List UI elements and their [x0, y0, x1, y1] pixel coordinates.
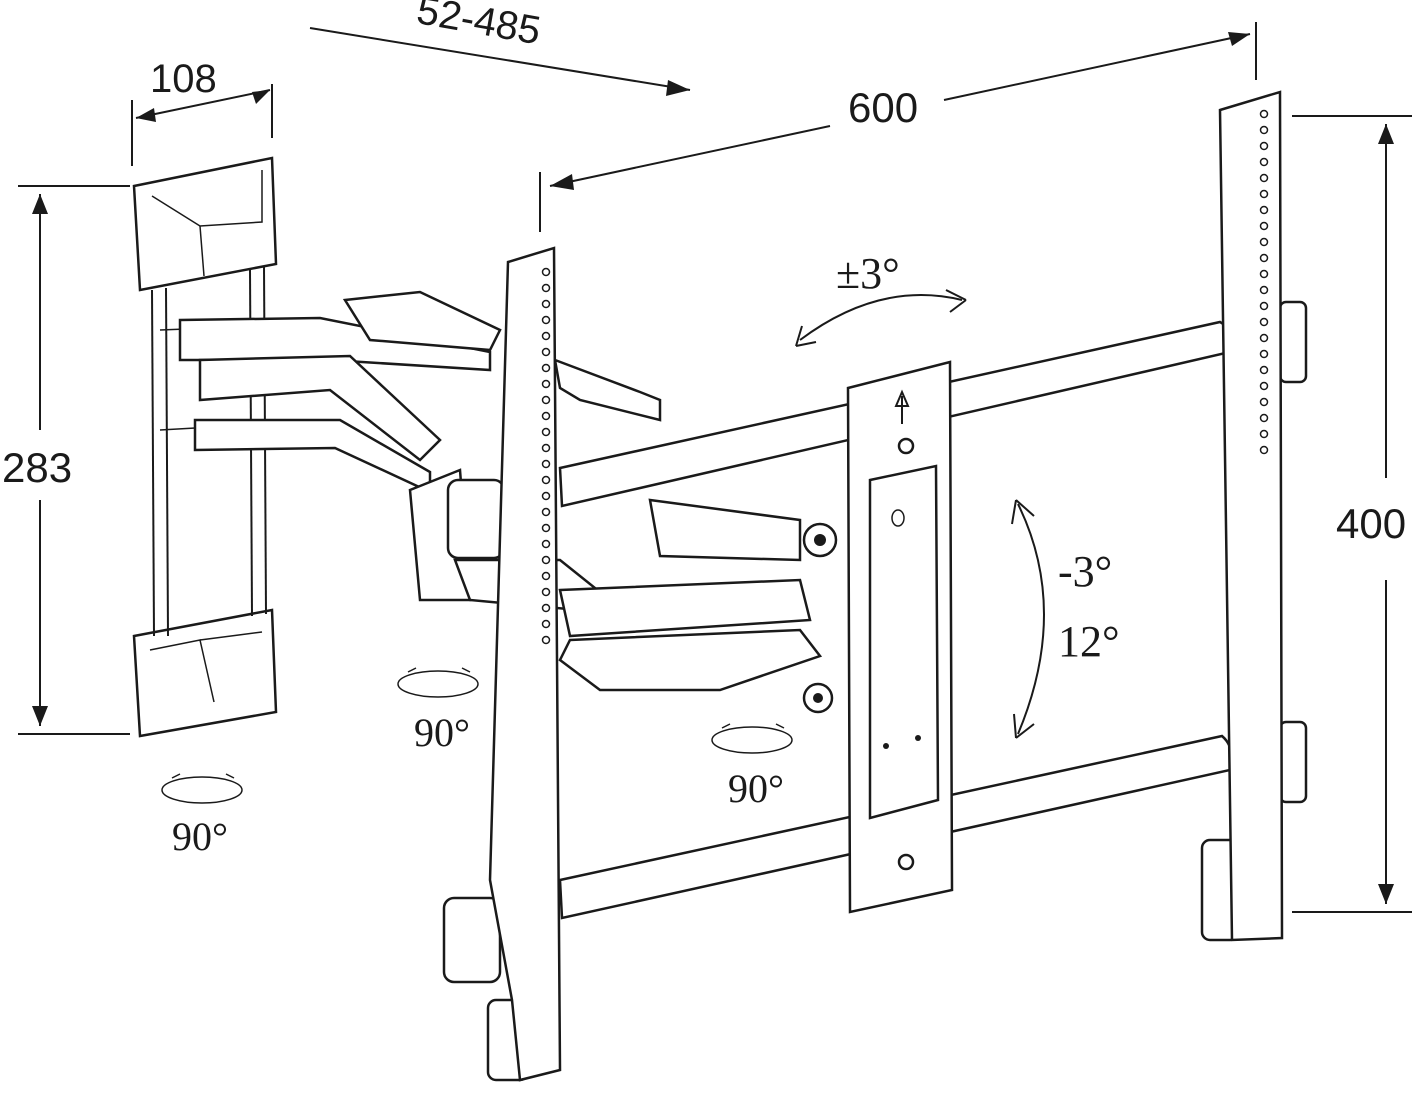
mounting-hole [1259, 429, 1269, 439]
articulating-arm [178, 290, 1308, 1082]
left-arm-holes [541, 267, 551, 645]
mounting-hole [541, 539, 551, 549]
mounting-hole [1259, 365, 1269, 375]
mounting-hole [541, 475, 551, 485]
mounting-hole [541, 427, 551, 437]
mounting-hole [1259, 285, 1269, 295]
mounting-hole [541, 331, 551, 341]
label-vertical-spacing: 400 [1336, 500, 1406, 547]
mounting-hole [541, 443, 551, 453]
rotation-head-icon [711, 723, 793, 754]
mounting-hole [541, 603, 551, 613]
label-tilt-up: -3° [1058, 547, 1112, 596]
label-rotation-mid: 90° [414, 710, 470, 755]
label-wall-plate-height: 283 [2, 444, 72, 491]
center-plate [846, 360, 954, 914]
left-vertical-arm [488, 246, 562, 1082]
dimension-lines [18, 22, 1412, 913]
mounting-hole [541, 619, 551, 629]
rotation-wall-icon [161, 773, 243, 804]
mounting-hole [541, 523, 551, 533]
mounting-hole [1259, 349, 1269, 359]
rotation-mid-icon [397, 667, 479, 698]
mounting-hole [1259, 237, 1269, 247]
mounting-hole [1259, 445, 1269, 455]
mounting-hole [1259, 173, 1269, 183]
mounting-hole [541, 459, 551, 469]
right-vertical-arm [1218, 90, 1284, 942]
mounting-hole [541, 571, 551, 581]
mounting-hole [1259, 221, 1269, 231]
label-horizontal-spacing: 600 [848, 84, 918, 131]
mounting-hole [541, 267, 551, 277]
mounting-hole [1259, 269, 1269, 279]
mounting-hole [541, 315, 551, 325]
mounting-hole [541, 411, 551, 421]
mounting-hole [1259, 253, 1269, 263]
mounting-hole [1259, 109, 1269, 119]
mounting-hole [1259, 189, 1269, 199]
mounting-hole [541, 635, 551, 645]
arrowheads [32, 32, 1394, 904]
mounting-hole [1259, 413, 1269, 423]
label-arm-extension: 52-485 [414, 0, 544, 53]
mounting-hole [541, 555, 551, 565]
mounting-hole [541, 347, 551, 357]
mounting-hole [541, 379, 551, 389]
label-rotation-head: 90° [728, 766, 784, 811]
mounting-hole [1259, 141, 1269, 151]
mounting-hole [541, 395, 551, 405]
mounting-hole [1259, 317, 1269, 327]
mounting-hole [1259, 301, 1269, 311]
label-swivel-tilt: ±3° [836, 249, 900, 298]
label-wall-plate-width: 108 [150, 57, 217, 101]
mounting-hole [541, 507, 551, 517]
mounting-hole [1259, 125, 1269, 135]
mounting-hole [541, 283, 551, 293]
mounting-hole [1259, 397, 1269, 407]
mounting-hole [1259, 381, 1269, 391]
mounting-hole [1259, 333, 1269, 343]
right-arm-holes [1259, 109, 1269, 455]
mounting-hole [1259, 157, 1269, 167]
swivel-arc-icon [795, 289, 967, 347]
mounting-hole [541, 491, 551, 501]
mounting-hole [541, 299, 551, 309]
label-tilt-down: 12° [1058, 617, 1120, 666]
tilt-arc-icon [1011, 499, 1045, 739]
mounting-hole [541, 587, 551, 597]
mounting-hole [1259, 205, 1269, 215]
mounting-hole [541, 363, 551, 373]
label-rotation-wall: 90° [172, 814, 228, 859]
